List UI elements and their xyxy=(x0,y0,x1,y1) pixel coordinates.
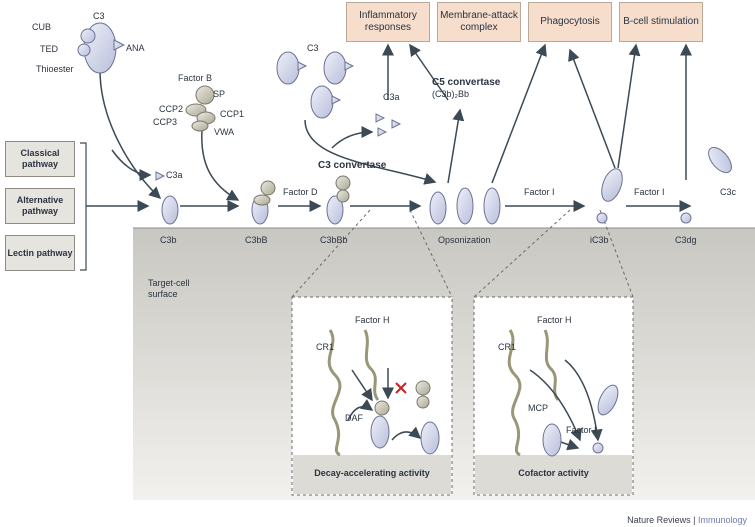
c3-cluster-label: C3 xyxy=(307,43,319,53)
footer-separator: | xyxy=(690,515,698,525)
inset-left-cr1: CR1 xyxy=(316,342,335,352)
c3-protein xyxy=(77,22,126,74)
inset-right-mcp: MCP xyxy=(528,403,548,413)
factor-i-label-1: Factor I xyxy=(524,187,555,197)
membrane-label-c3bb: C3bB xyxy=(245,235,268,245)
inset-right-factor-h: Factor H xyxy=(537,315,572,325)
c5-convertase-label: C5 convertase xyxy=(432,77,501,88)
surface-label: Target-cell surface xyxy=(148,278,190,299)
inset-left-factor-h: Factor H xyxy=(355,315,390,325)
box-phagocytosis: Phagocytosis xyxy=(528,2,612,42)
c3a-label-2: C3a xyxy=(383,92,400,102)
ana-label: ANA xyxy=(126,43,145,53)
factor-b-protein xyxy=(185,85,216,132)
surface-proteins xyxy=(161,146,732,225)
c3-label: C3 xyxy=(93,11,105,21)
inset-left-daf: DAF xyxy=(345,413,363,423)
inset-right-cr1: CR1 xyxy=(498,342,517,352)
inset-left-contents xyxy=(327,329,380,457)
factor-d-label: Factor D xyxy=(283,187,318,197)
factor-i-label-2: Factor I xyxy=(634,187,665,197)
membrane-label-c3bbb: C3bBb xyxy=(320,235,348,245)
membrane-label-ic3b: iC3b xyxy=(590,235,609,245)
inset-right-factor-i: Factor I xyxy=(566,425,597,435)
footer-journal: Nature Reviews xyxy=(627,515,691,525)
c3-cluster xyxy=(276,51,355,119)
thioester-label: Thioester xyxy=(36,64,74,74)
factor-b-ccp3: CCP3 xyxy=(153,117,178,127)
inset-right-caption: Cofactor activity xyxy=(518,468,589,478)
membrane-label-opsonization: Opsonization xyxy=(438,235,491,245)
c3a-label-1: C3a xyxy=(166,170,183,180)
c3c-label: C3c xyxy=(720,187,737,197)
membrane-label-c3b: C3b xyxy=(160,235,177,245)
pathway-classical: Classical pathway xyxy=(5,141,75,177)
c5-convertase-formula: (C3b)₂Bb xyxy=(432,89,470,99)
footer-section: Immunology xyxy=(697,515,747,525)
box-bcell: B-cell stimulation xyxy=(619,2,703,42)
box-inflammatory: Inflammatory responses xyxy=(346,2,430,42)
pathway-alternative: Alternative pathway xyxy=(5,188,75,224)
c3-convertase-label: C3 convertase xyxy=(318,160,387,171)
factor-b-title: Factor B xyxy=(178,73,213,83)
cub-label: CUB xyxy=(32,22,52,32)
membrane-label-c3dg: C3dg xyxy=(675,235,697,245)
factor-b-vwa: VWA xyxy=(214,127,235,137)
factor-b-ccp1: CCP1 xyxy=(220,109,245,119)
footer-credit: Nature Reviews | Immunology xyxy=(627,515,747,525)
factor-b-ccp2: CCP2 xyxy=(159,104,184,114)
pathway-lectin: Lectin pathway xyxy=(5,235,75,271)
factor-b-sp: SP xyxy=(213,89,226,99)
ted-label: TED xyxy=(40,44,58,54)
inset-left-caption: Decay-accelerating activity xyxy=(314,468,430,478)
box-membrane-attack: Membrane-attack complex xyxy=(437,2,521,42)
